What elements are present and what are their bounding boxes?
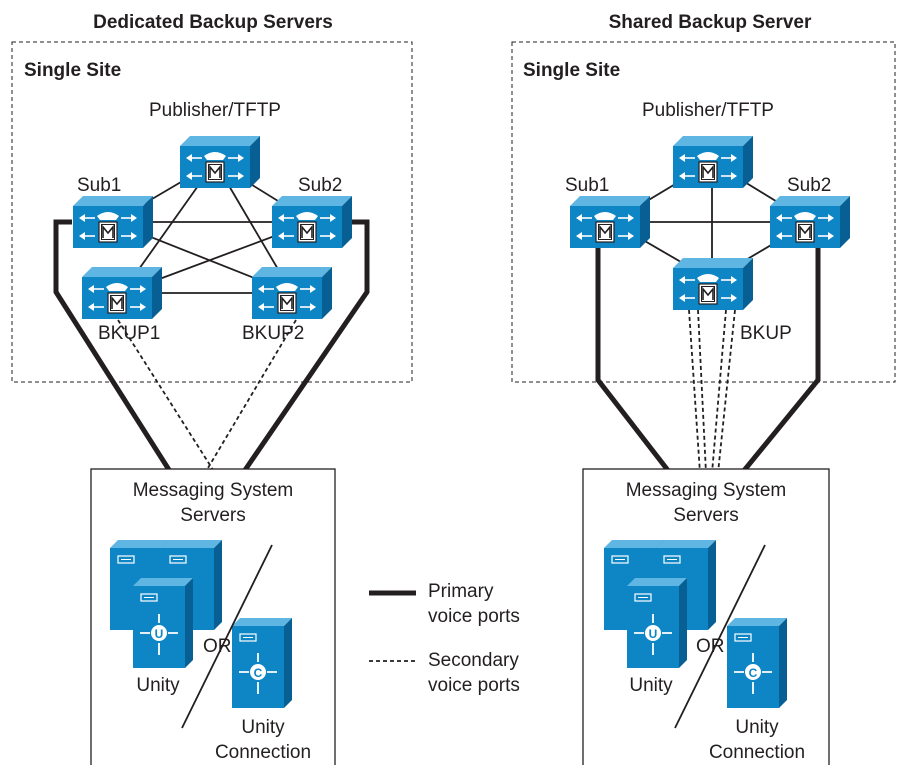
svg-text:C: C [749,666,758,680]
left-panel: Dedicated Backup Servers Single Site Pub [11,12,413,765]
left-publisher-label: Publisher/TFTP [149,100,281,121]
left-title: Dedicated Backup Servers [93,12,333,33]
legend-secondary-label-1: Secondary [428,650,519,671]
left-secondary-voice-links [117,319,297,474]
right-title: Shared Backup Server [609,12,812,33]
left-unity-connection-server-icon [231,617,293,709]
left-sub1-server-icon [72,195,154,249]
left-connection-badge-icon: C [239,653,277,694]
left-bkup2-label: BKUP2 [242,323,304,344]
right-unity-server-icon [626,577,688,669]
left-unity-label: Unity [136,675,180,696]
left-or-divider [181,544,273,729]
legend-primary-label-2: voice ports [428,606,520,627]
legend-primary-label-1: Primary [428,581,494,602]
left-unity-server-icon [132,577,194,669]
svg-text:U: U [649,627,658,641]
right-unity-label: Unity [629,675,673,696]
left-messaging-label-1: Messaging System [133,480,294,501]
right-or-label: OR [696,636,725,657]
right-publisher-label: Publisher/TFTP [642,100,774,121]
right-unity-connection-server-icon [726,617,788,709]
legend: Primary voice ports Secondary voice port… [369,581,520,696]
right-sub1-server-icon [569,195,651,249]
right-messaging-label-2: Servers [673,505,738,526]
left-single-site-boundary [11,41,413,383]
left-bkup1-server-icon [81,266,163,320]
left-publisher-server-icon [179,135,261,189]
right-publisher-server-icon [672,135,754,189]
right-primary-voice-links [595,248,821,475]
right-messaging-label-1: Messaging System [626,480,787,501]
right-sub2-server-icon [769,195,851,249]
right-site-label: Single Site [523,60,620,81]
right-connection-badge-icon: C [734,653,772,694]
legend-secondary-label-2: voice ports [428,675,520,696]
right-unity-badge-icon: U [634,614,672,655]
right-sub1-label: Sub1 [565,175,609,196]
right-unity-connection-label-2: Connection [709,742,805,763]
left-primary-voice-links [53,219,370,475]
left-or-label: OR [203,636,232,657]
left-sub2-label: Sub2 [298,175,342,196]
left-unity-badge-icon: U [140,614,178,655]
right-panel: Shared Backup Server Single Site Publish… [511,12,896,765]
right-or-divider [674,544,766,729]
svg-text:U: U [155,627,164,641]
left-unity-connection-label-2: Connection [215,742,311,763]
svg-text:C: C [254,666,263,680]
right-sub2-label: Sub2 [787,175,831,196]
left-sub2-server-icon [271,195,353,249]
left-messaging-label-2: Servers [180,505,245,526]
left-unity-connection-label-1: Unity [241,717,285,738]
right-bkup-label: BKUP [740,323,792,344]
left-sub1-label: Sub1 [77,175,121,196]
right-single-site-boundary [511,41,896,383]
right-secondary-voice-links [688,309,736,474]
left-site-label: Single Site [24,60,121,81]
right-unity-connection-label-1: Unity [735,717,779,738]
right-bkup-server-icon [672,257,754,311]
left-bkup2-server-icon [251,266,333,320]
left-bkup1-label: BKUP1 [98,323,160,344]
